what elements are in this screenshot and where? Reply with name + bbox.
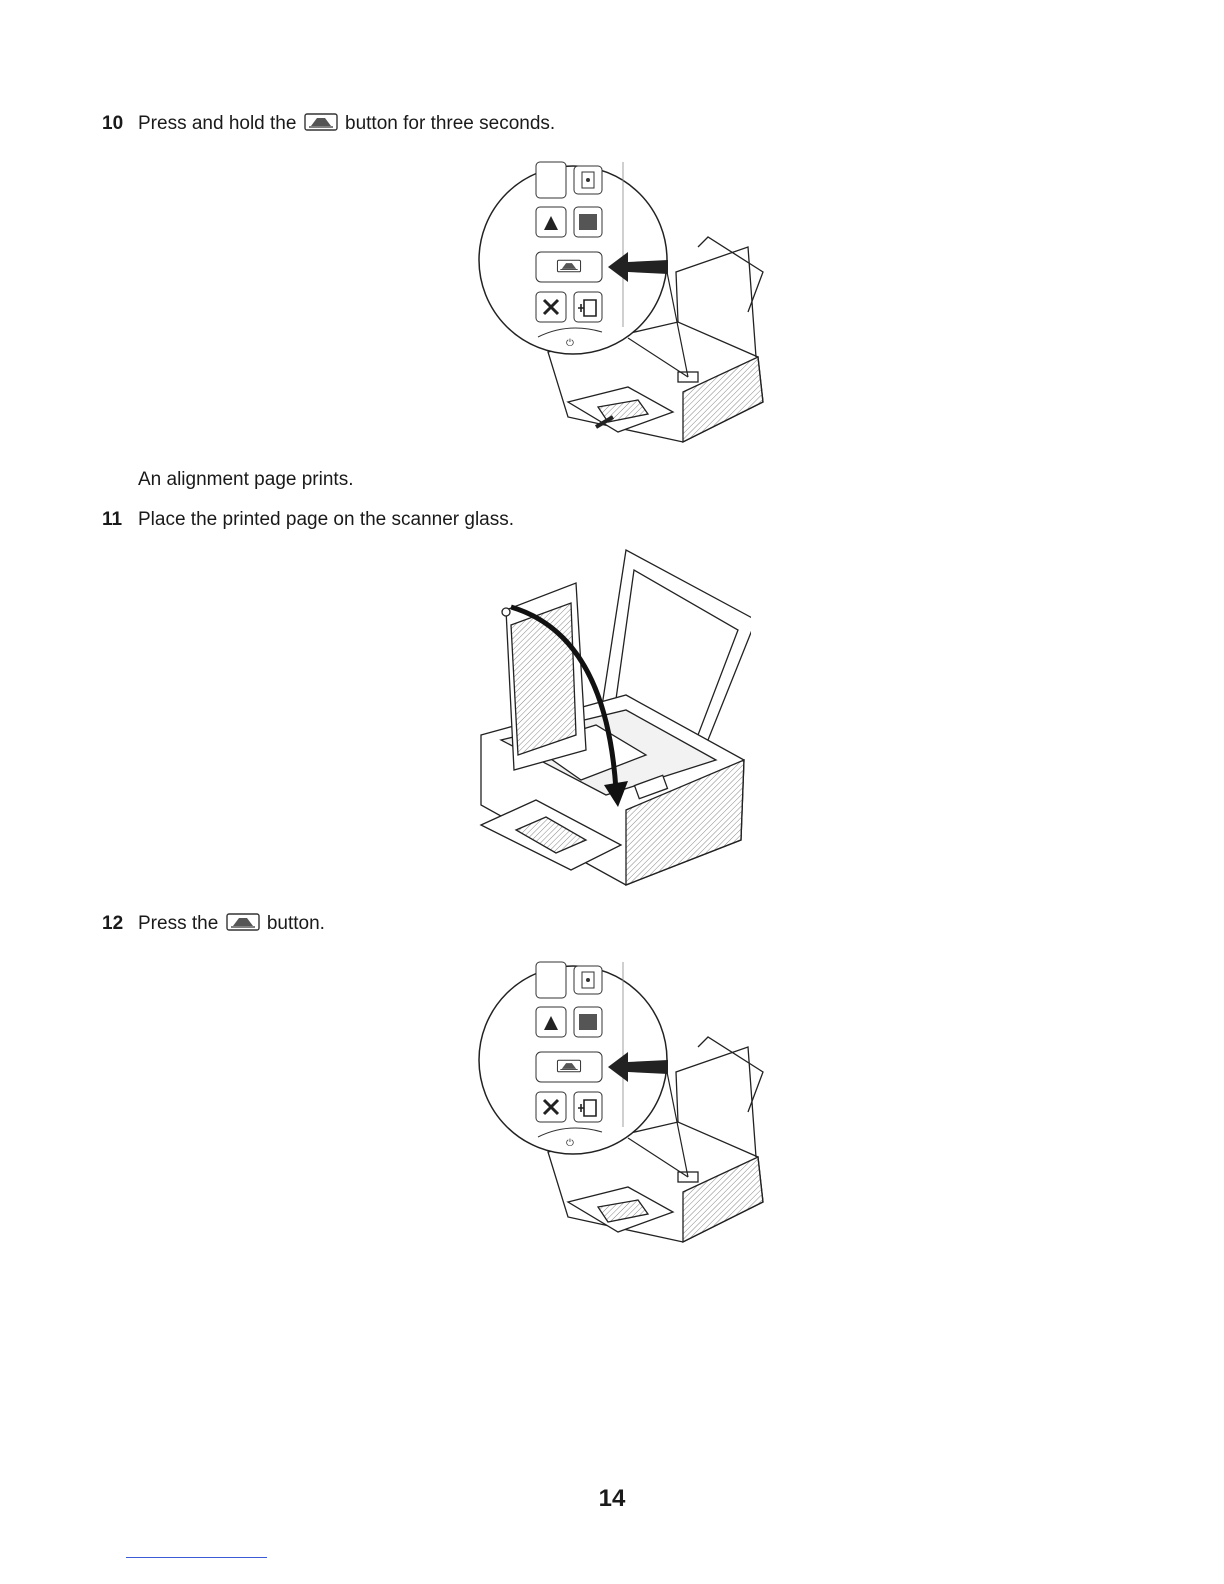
step-text-before: Press the — [138, 913, 218, 934]
svg-text:⏻: ⏻ — [566, 1138, 574, 1149]
svg-text:⏻: ⏻ — [566, 338, 574, 349]
scan-button-icon — [225, 912, 261, 932]
printer-illustration — [481, 550, 751, 885]
step-text-before: Press and hold the — [138, 113, 296, 134]
printer-control-panel-zoom-figure-2: ⏻ — [478, 952, 770, 1248]
note-alignment-page: An alignment page prints. — [138, 469, 353, 491]
printer-scanner-open-figure — [476, 545, 751, 895]
step-number: 10 — [102, 113, 138, 135]
step-text-before: Place the printed page on the scanner gl… — [138, 509, 514, 530]
footer-link-underline[interactable] — [126, 1557, 267, 1558]
printer-control-panel-zoom-figure: ⏻ — [478, 152, 770, 448]
step-text-after: button. — [267, 913, 325, 934]
page-number: 14 — [0, 1485, 1224, 1513]
step-number: 12 — [102, 913, 138, 935]
scan-button-icon — [303, 112, 339, 132]
step-number: 11 — [102, 509, 138, 531]
step-text-after: button for three seconds. — [345, 113, 555, 134]
